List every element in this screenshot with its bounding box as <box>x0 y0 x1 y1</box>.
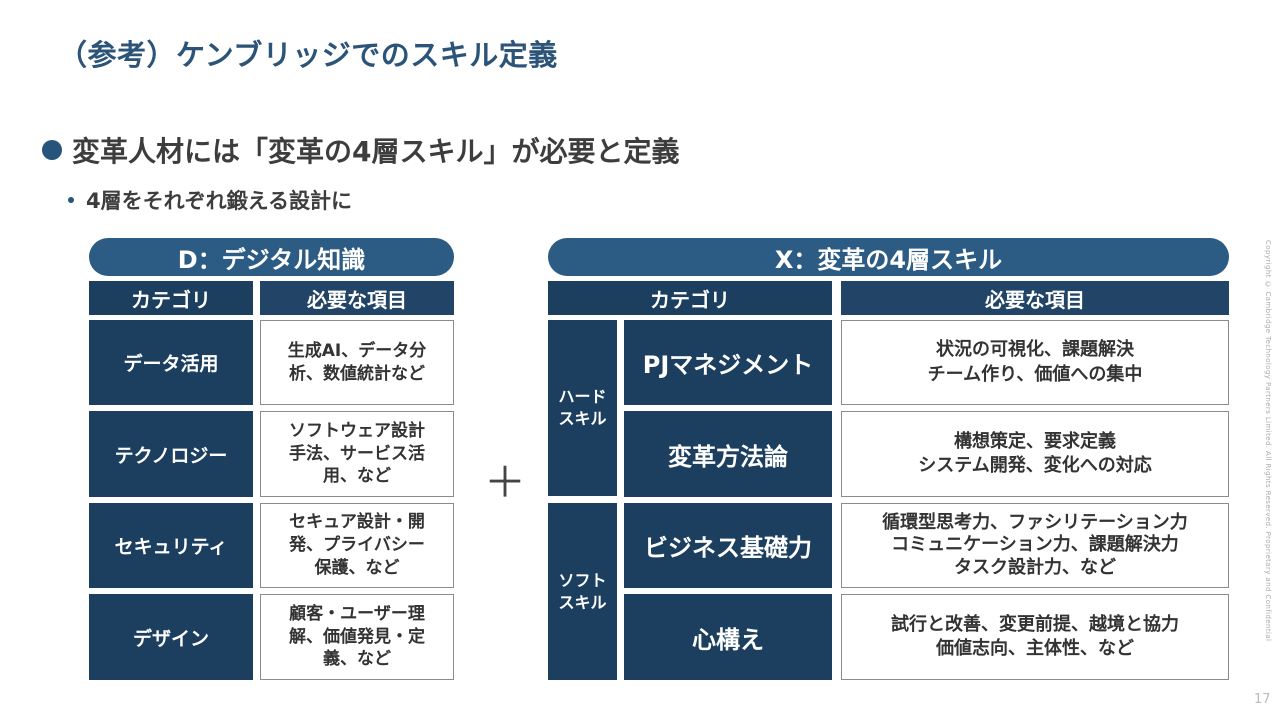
right-row-items: 循環型思考力、ファシリテーション力 コミュニケーション力、課題解決力 タスク設計… <box>841 503 1229 588</box>
digital-knowledge-header: D：デジタル知識 <box>89 238 454 276</box>
right-row-category: ビジネス基礎力 <box>624 503 832 588</box>
sub-bullet-dot-icon <box>68 197 74 203</box>
right-col-items-header: 必要な項目 <box>841 281 1229 315</box>
left-row-category: データ活用 <box>89 320 253 405</box>
page-title: （参考）ケンブリッジでのスキル定義 <box>58 38 558 72</box>
right-row-category: 心構え <box>624 594 832 680</box>
main-bullet-text: 変革人材には「変革の4層スキル」が必要と定義 <box>72 135 680 168</box>
right-row-items: 構想策定、要求定義 システム開発、変化への対応 <box>841 411 1229 497</box>
transformation-skills-header: X：変革の4層スキル <box>548 238 1229 276</box>
left-row-category: テクノロジー <box>89 411 253 497</box>
right-row-items: 試行と改善、変更前提、越境と協力 価値志向、主体性、など <box>841 594 1229 680</box>
left-row-items: セキュア設計・開 発、プライバシー 保護、など <box>260 503 454 588</box>
main-bullet: 変革人材には「変革の4層スキル」が必要と定義 <box>42 130 680 170</box>
left-row-items: ソフトウェア設計 手法、サービス活 用、など <box>260 411 454 497</box>
sub-bullet: 4層をそれぞれ鍛える設計に <box>68 185 352 215</box>
left-row-category: セキュリティ <box>89 503 253 588</box>
page-number: 17 <box>1254 692 1271 707</box>
plus-icon: ＋ <box>484 458 527 507</box>
left-col-items-header: 必要な項目 <box>260 281 454 315</box>
soft-skill-group-label: ソフト スキル <box>548 503 617 680</box>
right-row-category: 変革方法論 <box>624 411 832 497</box>
left-row-items: 顧客・ユーザー理 解、価値発見・定 義、など <box>260 594 454 680</box>
right-col-category-header: カテゴリ <box>548 281 832 315</box>
hard-skill-group-label: ハード スキル <box>548 320 617 496</box>
bullet-dot-icon <box>42 140 62 160</box>
sub-bullet-text: 4層をそれぞれ鍛える設計に <box>86 189 352 213</box>
right-row-category: PJマネジメント <box>624 320 832 405</box>
left-row-items: 生成AI、データ分 析、数値統計など <box>260 320 454 405</box>
left-row-category: デザイン <box>89 594 253 680</box>
left-col-category-header: カテゴリ <box>89 281 253 315</box>
copyright-notice: Copyright © Cambridge Technology Partner… <box>1264 240 1272 642</box>
right-row-items: 状況の可視化、課題解決 チーム作り、価値への集中 <box>841 320 1229 405</box>
